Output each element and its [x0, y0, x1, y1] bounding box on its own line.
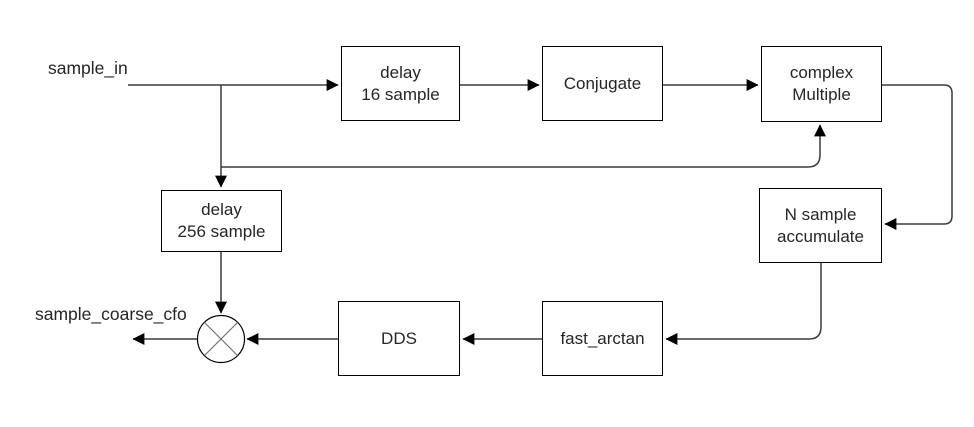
block-n-sample-accumulate: N sample accumulate — [759, 188, 882, 263]
block-complex-multiple: complex Multiple — [761, 46, 882, 122]
connector-n-sample-accumulate-to-fast-arctan — [665, 263, 822, 345]
block-delay-16-sample: delay 16 sample — [341, 46, 460, 121]
input-signal-label: sample_in — [48, 58, 128, 78]
connector-tap-to-complex-multiple — [221, 124, 826, 168]
mixer-cross-line — [204, 322, 238, 356]
connector-complex-multiple-to-n-sample-accumulate — [882, 84, 953, 230]
block-delay-256-sample: delay 256 sample — [161, 190, 282, 252]
block-conjugate: Conjugate — [542, 46, 663, 121]
block-fast-arctan: fast_arctan — [542, 301, 663, 376]
block-dds: DDS — [338, 301, 460, 376]
multiplier-mixer-icon — [196, 314, 246, 364]
output-signal-label: sample_coarse_cfo — [35, 304, 187, 324]
